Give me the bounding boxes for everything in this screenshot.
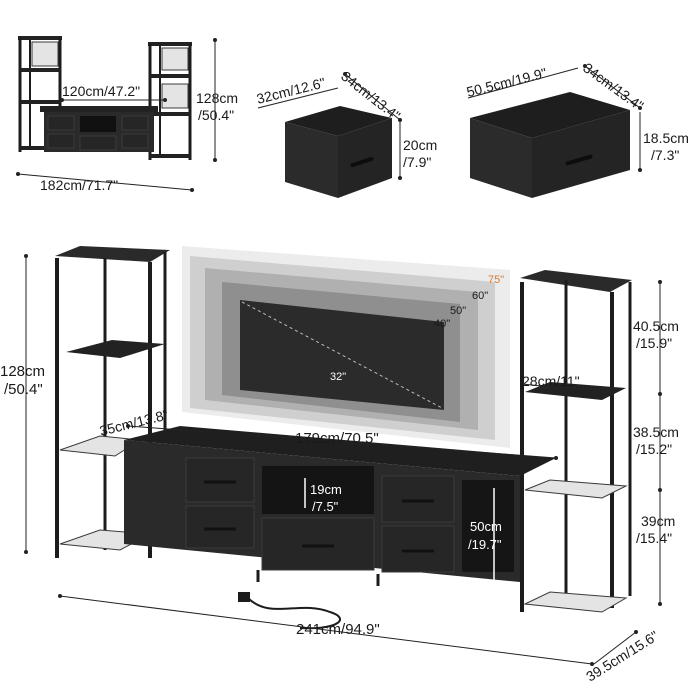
shelf3-in-label: /15.4": [636, 530, 672, 546]
small-drawer-height-cm-label: 20cm: [403, 137, 437, 153]
total-width-label: 241cm/94.9": [296, 621, 380, 638]
stand-open-compartment: [262, 466, 374, 514]
shelf1-in-label: /15.9": [636, 335, 672, 351]
tv-size-75: 75": [488, 274, 504, 286]
large-drawer-view: 50.5cm/19.9" 34cm/13.4" 18.5cm /7.3": [465, 59, 689, 198]
thumb-height-in-label: /50.4": [198, 107, 234, 123]
stand-drawer-top-left: [185, 457, 255, 503]
stand-side-cabinet: [462, 480, 514, 572]
large-drawer-height-in-label: /7.3": [651, 147, 679, 163]
power-plug-icon: [238, 592, 250, 602]
tv-size-silhouettes: 75" 60" 50" 40" 32": [182, 246, 510, 448]
tower-height-cm-label: 128cm: [0, 363, 45, 380]
stand-drawer-top-right: [381, 475, 455, 523]
right-tower-mesh-shelf-3: [523, 591, 628, 613]
thumb-total-width-label: 182cm/71.7": [40, 177, 118, 193]
right-tower: [520, 270, 632, 613]
shelf2-cm-label: 38.5cm: [633, 424, 679, 440]
thumb-right-tower: [148, 42, 192, 160]
large-drawer-width-label: 50.5cm/19.9": [465, 65, 548, 100]
main-dimension-lines: [24, 254, 662, 666]
tower-width-label: 28cm/11": [522, 373, 580, 389]
stand-drawer-bottom-left: [185, 505, 255, 549]
open-shelf-height-cm-label: 19cm: [310, 482, 342, 497]
shelf2-in-label: /15.2": [636, 441, 672, 457]
open-shelf-height-in-label: /7.5": [312, 499, 339, 514]
large-drawer-height-cm-label: 18.5cm: [643, 130, 689, 146]
stand-height-in-label: /19.7": [468, 537, 502, 552]
tv-size-60: 60": [472, 290, 488, 302]
large-drawer-handle: [565, 154, 593, 166]
small-drawer-height-in-label: /7.9": [403, 154, 431, 170]
small-drawer-width-label: 32cm/12.6": [255, 74, 327, 107]
small-drawer-handle: [350, 156, 374, 168]
shelf3-cm-label: 39cm: [641, 513, 675, 529]
tv-size-50: 50": [450, 305, 466, 317]
right-tower-mesh-shelf-2: [524, 479, 628, 499]
stand-drawer-center: [261, 517, 375, 571]
total-depth-label: 39.5cm/15.6": [583, 627, 661, 684]
stand-width-label: 179cm/70.5": [295, 430, 379, 447]
tv-stand: [124, 426, 556, 630]
main-view: 75" 60" 50" 40" 32": [0, 246, 679, 685]
tv-size-32: 32": [330, 371, 346, 383]
tower-height-in-label: /50.4": [4, 381, 43, 398]
tv-size-40: 40": [434, 318, 450, 330]
thumb-height-cm-label: 128cm: [196, 90, 238, 106]
left-tower: [55, 246, 170, 558]
stand-height-cm-label: 50cm: [470, 519, 502, 534]
shelf1-cm-label: 40.5cm: [633, 318, 679, 334]
power-cord: [247, 597, 341, 630]
thumb-dimension-lines: [16, 38, 217, 192]
small-drawer-view: 32cm/12.6" 34cm/13.4" 20cm /7.9": [255, 68, 437, 198]
stand-drawer-bottom-right: [381, 525, 455, 573]
overall-thumbnail: 120cm/47.2" 128cm /50.4" 182cm/71.7": [16, 36, 238, 193]
left-tower-shelf-1: [66, 340, 165, 358]
thumb-width-label: 120cm/47.2": [62, 83, 140, 99]
thumb-tv-stand: [40, 106, 158, 152]
